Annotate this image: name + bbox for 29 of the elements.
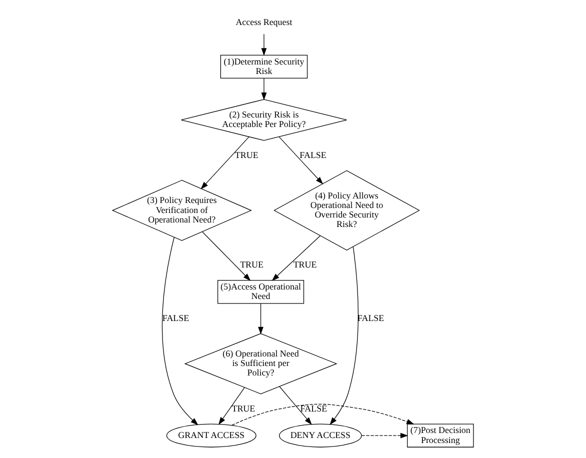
edge-label: FALSE: [162, 312, 190, 323]
node-diamond: (2) Security Risk is Acceptable Per Policy?: [180, 99, 348, 141]
edge-label: FALSE: [300, 150, 326, 160]
node-box: (1)Determine Security Risk: [220, 54, 308, 79]
arrow: [218, 387, 245, 425]
node-box: (5)Access Operational Need: [217, 280, 304, 304]
node-diamond: (4) Policy Allows Operational Need to Override Security Risk?: [274, 170, 420, 251]
edge-label: TRUE: [234, 150, 258, 160]
node-text: Access Request: [236, 16, 292, 27]
node-diamond: (6) Operational Need is Sufficient per Policy?: [184, 333, 338, 394]
arrow: [232, 404, 414, 426]
edge-label: TRUE: [232, 403, 256, 414]
arrow: [162, 236, 198, 426]
arrow: [361, 432, 408, 438]
edge-label: TRUE: [293, 260, 317, 270]
arrow: [202, 232, 251, 282]
arrow: [278, 136, 324, 184]
arrow: [279, 386, 312, 425]
edge-label: TRUE: [240, 260, 264, 270]
arrow: [261, 78, 267, 100]
arrow: [200, 136, 250, 190]
arrow: [261, 34, 267, 56]
node-box: (7)Post Decision Processing: [407, 424, 474, 448]
edge-label: FALSE: [300, 403, 328, 414]
arrow: [258, 303, 264, 335]
node-ellipse: DENY ACCESS: [279, 424, 362, 448]
node-ellipse: GRANT ACCESS: [166, 424, 256, 448]
arrow: [272, 235, 321, 281]
arrow: [330, 246, 359, 425]
